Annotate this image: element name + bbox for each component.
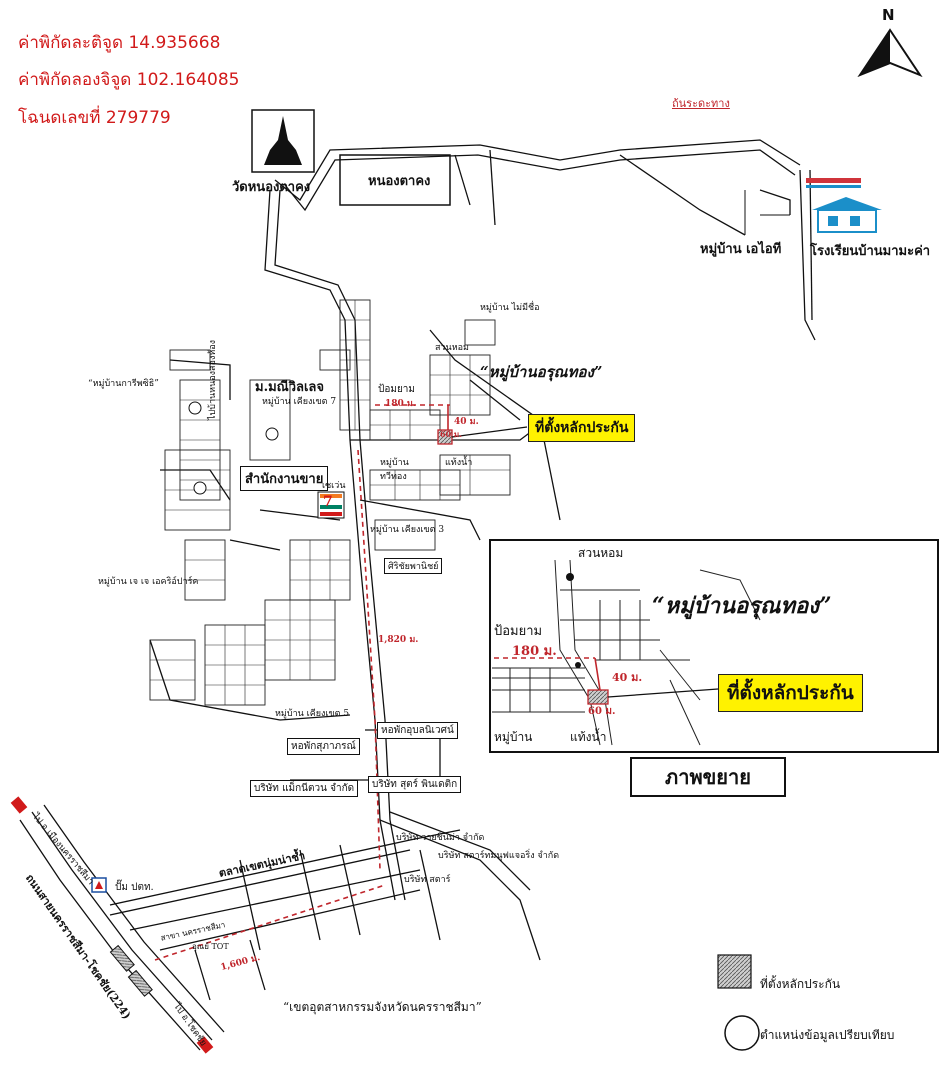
legend-comparable-swatch — [724, 1015, 760, 1051]
dist-60-label: 60 ม. — [440, 429, 462, 439]
north-label: N — [882, 6, 895, 24]
longitude-text: ค่าพิกัดลองจิจูด 102.164085 — [18, 70, 240, 90]
company-wanshinima-label: บริษัท วายชินิม่า จำกัด — [396, 833, 485, 843]
pom-yam-label: ป้อมยาม — [378, 384, 416, 395]
dist-1820-label: 1,820 ม. — [378, 635, 419, 645]
distribution-line-label: ถ้นระดะทาง — [672, 97, 730, 110]
highway-end-marker-south — [196, 1036, 214, 1054]
village-kiang-khet5-label: หมู่บ้าน เคียงเขต 5 — [275, 709, 350, 719]
village-kiang-khet7-label: หมู่บ้าน เคียงเขต 7 — [262, 397, 337, 407]
inset-water-tank-label: แท้งน้ำ — [570, 730, 607, 744]
collateral-label-inset: ที่ตั้งหลักประกัน — [718, 674, 863, 712]
seven-eleven-icon — [317, 491, 345, 519]
inset-dist-40-label: 40 ม. — [612, 671, 643, 684]
sirichai-label: ศิริชัยพานิชย์ — [384, 558, 443, 574]
dist-180-label: 180 ม. — [385, 399, 416, 409]
legend-comparable-label: ตำแหน่งข้อมูลเปรียบเทียบ — [760, 1028, 895, 1042]
ptt-label: ปั๊ม ปตท. — [115, 882, 154, 893]
collateral-marker-inset — [587, 689, 609, 705]
latitude-text: ค่าพิกัดละติจูด 14.935668 — [18, 33, 221, 53]
temple-icon — [251, 109, 315, 173]
leader-line-main — [451, 426, 528, 438]
legend-collateral-swatch — [717, 954, 752, 989]
arun-thong-label: “หมู่บ้านอรุณทอง” — [480, 363, 603, 381]
legend-collateral-label: ที่ตั้งหลักประกัน — [760, 977, 841, 991]
dist-40-label: 40 ม. — [454, 417, 479, 427]
temple-label: วัดหนองตาคง — [232, 180, 311, 195]
sales-office-label: สำนักงานขาย — [240, 466, 329, 491]
school-icon — [806, 178, 882, 233]
ptt-icon — [91, 877, 107, 893]
village-otai-label: หมู่บ้าน เอไอที — [700, 242, 782, 257]
deed-number-text: โฉนดเลขที่ 279779 — [18, 108, 171, 128]
school-label: โรงเรียนบ้านมามะค่า — [810, 244, 931, 259]
road-network — [19, 139, 816, 1051]
company-start2-label: บริษัท สตาร์ — [404, 875, 451, 885]
north-arrow-icon — [857, 28, 923, 78]
inset-frame — [489, 539, 939, 753]
inset-dist-60-label: 60 ม. — [588, 706, 616, 717]
route-lines — [154, 404, 450, 961]
suan-hom-label: สวนหอม — [435, 343, 469, 353]
post-tot-label: อุณย์ TOT — [192, 942, 229, 951]
village-kiang-khet3-label: หมู่บ้าน เคียงเขต 3 — [370, 525, 445, 535]
highway-end-marker-north — [10, 796, 28, 814]
village-maicho-label: หมู่บ้าน ไม่มีชื่อ — [480, 303, 540, 313]
seven-eleven-logo-text: 7 — [323, 494, 333, 510]
collateral-label-main: ที่ตั้งหลักประกัน — [528, 414, 636, 442]
industrial-estate-label: “เขตอุตสาหกรรมจังหวัดนครราชสีมา” — [283, 1000, 482, 1014]
inset-village-label: หมู่บ้าน — [494, 730, 533, 744]
dorm-supaporn-label: หอพักสุภาภรณ์ — [287, 738, 360, 755]
inset-pom-yam-label: ป้อมยาม — [494, 624, 543, 639]
company-start-label: บริษัท สตาร์ทมนูฟแจอริ่ง จำกัด — [438, 851, 560, 861]
water-tank-label: แท้งน้ำ — [445, 458, 473, 468]
sutra-label: บริษัท สุตร์ พินเดติก — [368, 776, 462, 793]
seven-eleven-label: เซเว่น — [322, 481, 346, 491]
inset-title: “หมู่บ้านอรุณทอง” — [652, 593, 832, 619]
pond-outline — [339, 154, 451, 206]
mackyan-label: บริษัท แม็กนีตวน จำกัด — [250, 780, 359, 797]
dorm-punsin-label: หอพักอุบลนิเวศน์ — [377, 722, 458, 739]
mmanee-label: ม.มณีวิลเลจ — [255, 380, 325, 395]
comparable-circles — [188, 401, 279, 495]
housing-grid-lines — [150, 300, 510, 705]
inset-suan-hom-label: สวนหอม — [578, 546, 624, 560]
village-jj-label: หมู่บ้าน เจ เจ เอคริอ์ปาร์ค — [98, 577, 199, 587]
village-thawithong-label: หมู่บ้าน ทวีทอง — [380, 458, 409, 482]
inset-dist-180-label: 180 ม. — [512, 644, 557, 659]
nong-song-hong-label: ไปบ้านหนองสองห้อง — [208, 339, 218, 420]
pond-label: หนองตาคง — [368, 174, 431, 189]
zoom-label: ภาพขยาย — [630, 757, 786, 797]
village-kansirithani-label: “หมู่บ้านการีพซิธิ” — [88, 379, 159, 389]
